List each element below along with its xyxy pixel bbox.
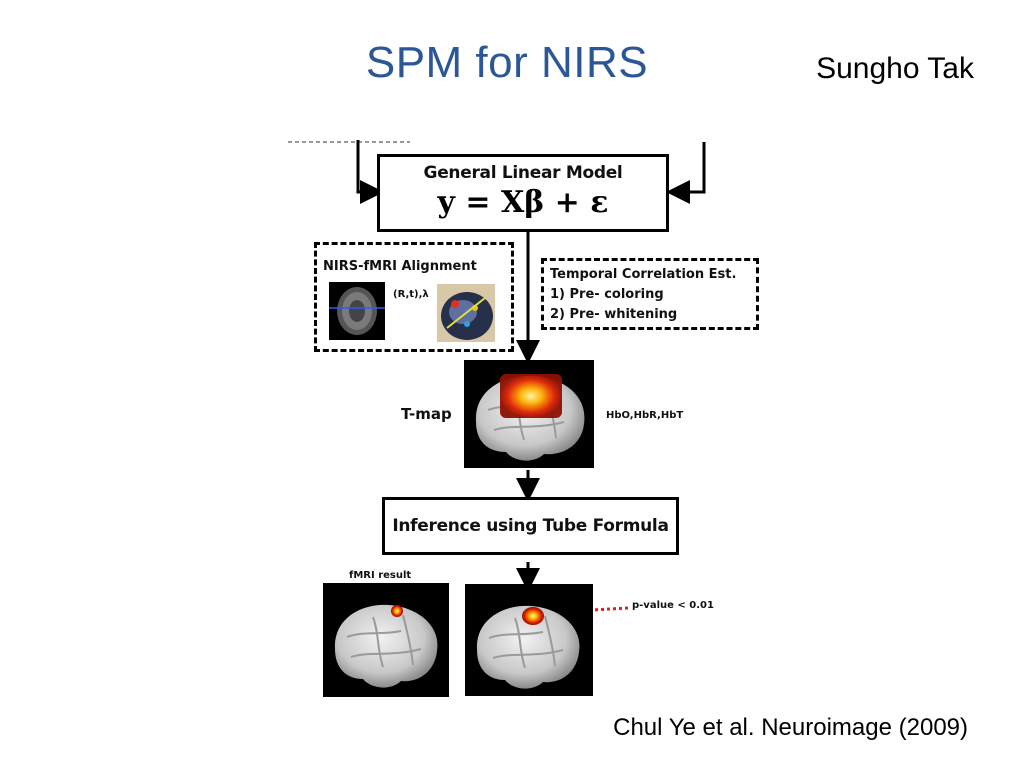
tmap-signals: HbO,HbR,HbT bbox=[606, 410, 684, 421]
citation: Chul Ye et al. Neuroimage (2009) bbox=[613, 714, 968, 741]
pvalue-label: p-value < 0.01 bbox=[632, 600, 714, 611]
tmap-label: T-map bbox=[401, 405, 452, 423]
inference-label: Inference using Tube Formula bbox=[392, 516, 669, 536]
temporal-item-pre-whitening: 2) Pre- whitening bbox=[550, 307, 678, 322]
fmri-result-image bbox=[323, 583, 449, 697]
temporal-title: Temporal Correlation Est. bbox=[550, 267, 737, 282]
tmap-brain-image bbox=[464, 360, 594, 468]
mri-slice-image bbox=[329, 282, 385, 340]
slide-author: Sungho Tak bbox=[816, 52, 974, 85]
glm-box: General Linear Model y = Xβ + ε bbox=[377, 154, 669, 232]
nirs-result-image bbox=[465, 584, 593, 696]
head-probe-image bbox=[437, 284, 495, 342]
temporal-correlation-box: Temporal Correlation Est. 1) Pre- colori… bbox=[541, 258, 759, 330]
left-input-arrow bbox=[356, 140, 384, 204]
alignment-title: NIRS-fMRI Alignment bbox=[323, 259, 477, 274]
glm-equation: y = Xβ + ε bbox=[437, 185, 609, 220]
slide-title: SPM for NIRS bbox=[365, 38, 649, 87]
glm-title: General Linear Model bbox=[423, 163, 623, 183]
temporal-item-pre-coloring: 1) Pre- coloring bbox=[550, 287, 664, 302]
right-input-arrow bbox=[666, 142, 706, 204]
alignment-coords: (R,t),λ bbox=[393, 289, 429, 300]
fmri-result-label: fMRI result bbox=[349, 570, 412, 581]
inference-box: Inference using Tube Formula bbox=[382, 497, 679, 555]
